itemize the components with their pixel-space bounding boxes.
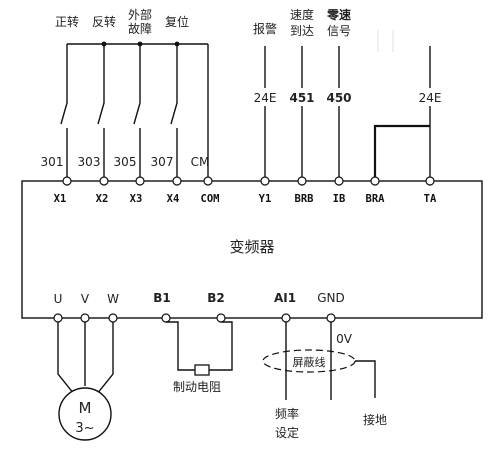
- bridge-bra-ta: [373, 124, 430, 181]
- motor-wire-u: [57, 322, 75, 395]
- terminal-label-x2: X2: [96, 193, 109, 205]
- brake-resistor-wire: [166, 321, 233, 371]
- terminal-label-b1: B1: [153, 291, 171, 305]
- terminal-gnd: [326, 313, 336, 323]
- label-ext-fault-2: 故障: [128, 21, 152, 36]
- terminal-b1: [161, 313, 171, 323]
- switch-x1: [60, 44, 68, 181]
- motor-wire-w: [96, 322, 114, 395]
- wire-number-ta: 24E: [419, 91, 442, 105]
- terminal-label-ta: TA: [424, 193, 437, 205]
- terminal-label-u: U: [54, 292, 63, 306]
- terminal-v: [80, 313, 90, 323]
- wire-number-ib: 450: [326, 91, 351, 105]
- terminal-label-w: W: [107, 292, 119, 306]
- label-speed-reached-1: 速度: [290, 7, 314, 22]
- freq-setting-1: 频率: [275, 406, 299, 421]
- switch-x2: [97, 44, 105, 181]
- terminal-ib: [334, 176, 344, 186]
- shield-label-bg: [289, 353, 329, 369]
- terminal-label-com: COM: [201, 193, 220, 205]
- terminal-label-brb: BRB: [295, 193, 314, 205]
- terminal-label-ib: IB: [333, 193, 346, 205]
- faint-mark: [377, 30, 394, 52]
- terminal-label-x3: X3: [130, 193, 143, 205]
- shield-label: 屏蔽线: [293, 355, 326, 369]
- brake-resistor-label: 制动电阻: [173, 380, 221, 394]
- brake-resistor-symbol: [194, 364, 210, 376]
- terminal-label-ai1: AI1: [274, 291, 296, 305]
- wire-number-brb: 451: [289, 91, 314, 105]
- terminal-label-v: V: [81, 292, 90, 306]
- inverter-box: [21, 180, 483, 319]
- label-ext-fault-1: 外部: [128, 7, 152, 22]
- ground-label: 接地: [363, 412, 387, 427]
- freq-setting-2: 设定: [275, 425, 299, 440]
- terminal-x2: [99, 176, 109, 186]
- terminal-bra: [370, 176, 380, 186]
- wire-number-x4: 307: [151, 155, 174, 169]
- terminal-label-y1: Y1: [259, 193, 272, 205]
- switch-x4: [170, 44, 178, 181]
- label-speed-reached-2: 到达: [290, 24, 314, 38]
- wire-number-cm: CM: [191, 155, 210, 169]
- terminal-x1: [62, 176, 72, 186]
- terminal-u: [53, 313, 63, 323]
- motor-label-3ph: 3~: [75, 421, 94, 436]
- wire-number-y1: 24E: [254, 91, 277, 105]
- terminal-label-gnd: GND: [317, 291, 345, 305]
- terminal-label-x1: X1: [54, 193, 67, 205]
- ground-wire: [355, 360, 376, 398]
- terminal-w: [108, 313, 118, 323]
- terminal-b2: [216, 313, 226, 323]
- terminal-ta: [425, 176, 435, 186]
- terminal-ai1: [281, 313, 291, 323]
- label-alarm: 报警: [253, 21, 277, 36]
- terminal-label-bra: BRA: [366, 193, 386, 205]
- wire-number-x3: 305: [114, 155, 137, 169]
- label-zero-speed-2: 信号: [327, 24, 351, 38]
- terminal-brb: [297, 176, 307, 186]
- terminal-label-b2: B2: [207, 291, 225, 305]
- inverter-label: 变频器: [229, 238, 274, 256]
- zero-volt-label: 0V: [336, 332, 353, 346]
- terminal-x3: [135, 176, 145, 186]
- label-reset: 复位: [165, 14, 189, 29]
- terminal-label-x4: X4: [167, 193, 180, 205]
- motor-symbol: [58, 387, 112, 441]
- label-zero-speed-1: 零速: [326, 7, 351, 22]
- switch-x3: [133, 44, 141, 181]
- wire-number-x1: 301: [41, 155, 64, 169]
- label-reverse: 反转: [92, 14, 116, 29]
- terminal-y1: [260, 176, 270, 186]
- terminal-x4: [172, 176, 182, 186]
- motor-label-m: M: [79, 399, 92, 417]
- label-forward: 正转: [55, 14, 79, 29]
- terminal-com: [203, 176, 213, 186]
- wire-number-x2: 303: [78, 155, 101, 169]
